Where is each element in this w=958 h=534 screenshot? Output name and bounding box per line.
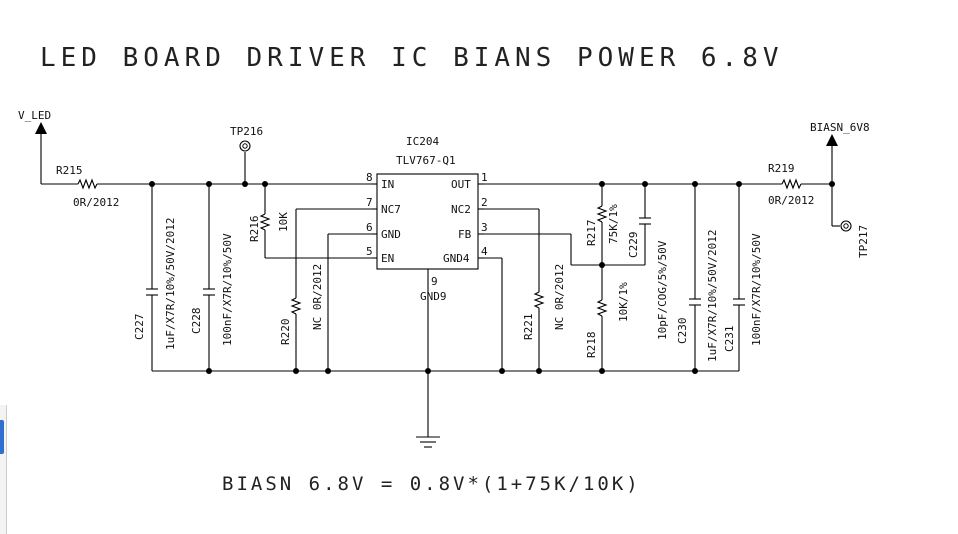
tp216-testpoint-icon (239, 140, 251, 152)
left-edge-panel (0, 405, 7, 534)
pin-fb-number: 3 (481, 221, 488, 234)
r217-ref: R217 (585, 220, 598, 247)
r221-resistor (484, 208, 545, 371)
pin-gnd9-number: 9 (431, 275, 438, 288)
pin-gnd-number: 6 (366, 221, 373, 234)
pin-gnd4-number: 4 (481, 245, 488, 258)
pin-in-number: 8 (366, 171, 373, 184)
junction-dots (149, 181, 835, 374)
c229-ref: C229 (627, 232, 640, 259)
r220-ref: R220 (279, 319, 292, 346)
c231-capacitor (733, 184, 745, 371)
ground-bus (152, 370, 739, 448)
r218-value: 10K/1% (617, 282, 630, 322)
c228-ref: C228 (190, 308, 203, 335)
r216-ref: R216 (248, 216, 261, 243)
feedback-network (484, 184, 651, 371)
ic204-body (372, 173, 484, 270)
c230-value: 1uF/X7R/10%/50V/2012 (706, 230, 719, 362)
r221-value: NC 0R/2012 (553, 264, 566, 330)
tp216-label: TP216 (230, 125, 263, 138)
pin-en-name: EN (381, 252, 394, 265)
r219-ref: R219 (768, 162, 795, 175)
pin-gnd9-name: GND9 (420, 290, 447, 303)
pin-gnd-name: GND (381, 228, 401, 241)
v-led-net-label: V_LED (18, 109, 51, 122)
pin-en-number: 5 (366, 245, 373, 258)
c228-capacitor (203, 184, 215, 371)
c230-ref: C230 (676, 318, 689, 345)
r215-resistor (77, 178, 98, 190)
pin-out-name: OUT (451, 178, 471, 191)
r217-value: 75K/1% (607, 204, 620, 244)
pin4-gnd-wire (484, 257, 503, 371)
r215-ref: R215 (56, 164, 83, 177)
r218-resistor (596, 299, 608, 317)
r219-resistor (781, 178, 802, 190)
c229-value: 10pF/COG/5%/50V (656, 240, 669, 340)
r220-value: NC 0R/2012 (311, 264, 324, 330)
r221-ref: R221 (522, 314, 535, 341)
pin-fb-name: FB (458, 228, 472, 241)
bias-formula: BIASN 6.8V = 0.8V*(1+75K/10K) (222, 473, 641, 495)
r220-resistor (290, 208, 372, 371)
input-rail (35, 122, 372, 190)
r218-ref: R218 (585, 332, 598, 359)
c227-ref: C227 (133, 314, 146, 341)
tp217-label: TP217 (857, 225, 870, 258)
c231-ref: C231 (723, 326, 736, 353)
r216-value: 10K (277, 212, 290, 232)
left-edge-tab[interactable] (0, 420, 4, 454)
c227-capacitor (146, 184, 158, 371)
schematic-title: LED BOARD DRIVER IC BIANS POWER 6.8V (40, 43, 784, 73)
c227-value: 1uF/X7R/10%/50V/2012 (164, 218, 177, 350)
tp217-testpoint-icon (840, 220, 852, 232)
pin-nc2-number: 2 (481, 196, 488, 209)
pin-gnd4-name: GND4 (443, 252, 470, 265)
r217-resistor (596, 205, 608, 223)
pin-nc7-name: NC7 (381, 203, 401, 216)
pin-in-name: IN (381, 178, 394, 191)
pin-nc2-name: NC2 (451, 203, 471, 216)
c228-value: 100nF/X7R/10%/50V (221, 233, 234, 346)
r219-value: 0R/2012 (768, 194, 814, 207)
pin-nc7-number: 7 (366, 196, 373, 209)
r216-resistor (259, 184, 372, 259)
v-led-arrow-icon (35, 122, 47, 134)
pin-out-number: 1 (481, 171, 488, 184)
r215-value: 0R/2012 (73, 196, 119, 209)
biasn-net-label: BIASN_6V8 (810, 121, 870, 134)
biasn-arrow-icon (826, 134, 838, 146)
pin6-gnd-wire (327, 233, 372, 371)
c230-capacitor (689, 184, 701, 371)
ic204-ref: IC204 (406, 135, 439, 148)
ic204-part: TLV767-Q1 (396, 154, 456, 167)
c231-value: 100nF/X7R/10%/50V (750, 233, 763, 346)
